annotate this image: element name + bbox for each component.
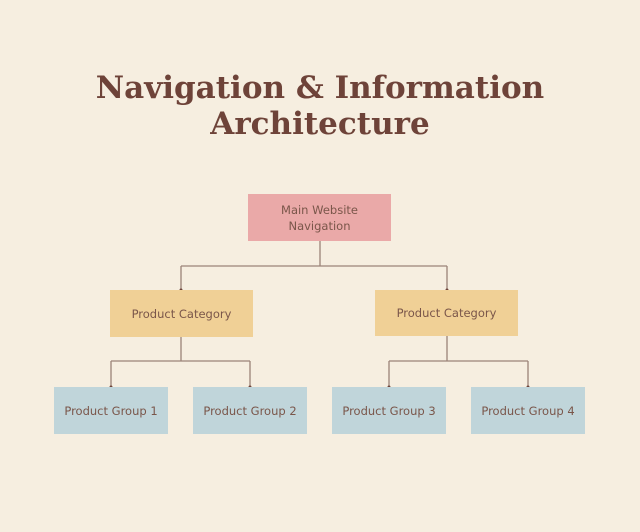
group-label: Product Group 4 [481, 403, 575, 418]
category-node-1: Product Category [110, 290, 253, 337]
group-node-3: Product Group 3 [332, 387, 446, 434]
connector-category-2-to-groups [388, 336, 529, 387]
title-line-1: Navigation & Information [95, 70, 545, 106]
title-line-2: Architecture [210, 106, 430, 142]
connector-category-1-to-groups [110, 337, 251, 387]
group-label: Product Group 2 [203, 403, 297, 418]
category-label: Product Category [131, 306, 232, 321]
group-node-2: Product Group 2 [193, 387, 307, 434]
connector-root-to-categories [180, 241, 448, 290]
root-label-line-1: Main Website [281, 202, 358, 217]
group-node-4: Product Group 4 [471, 387, 585, 434]
page-title: Navigation & Information Architecture [0, 70, 640, 142]
group-node-1: Product Group 1 [54, 387, 168, 434]
category-node-2: Product Category [375, 290, 518, 336]
category-label: Product Category [396, 306, 497, 320]
group-label: Product Group 3 [342, 403, 436, 418]
group-label: Product Group 1 [64, 403, 158, 418]
root-label-line-2: Navigation [288, 218, 351, 233]
